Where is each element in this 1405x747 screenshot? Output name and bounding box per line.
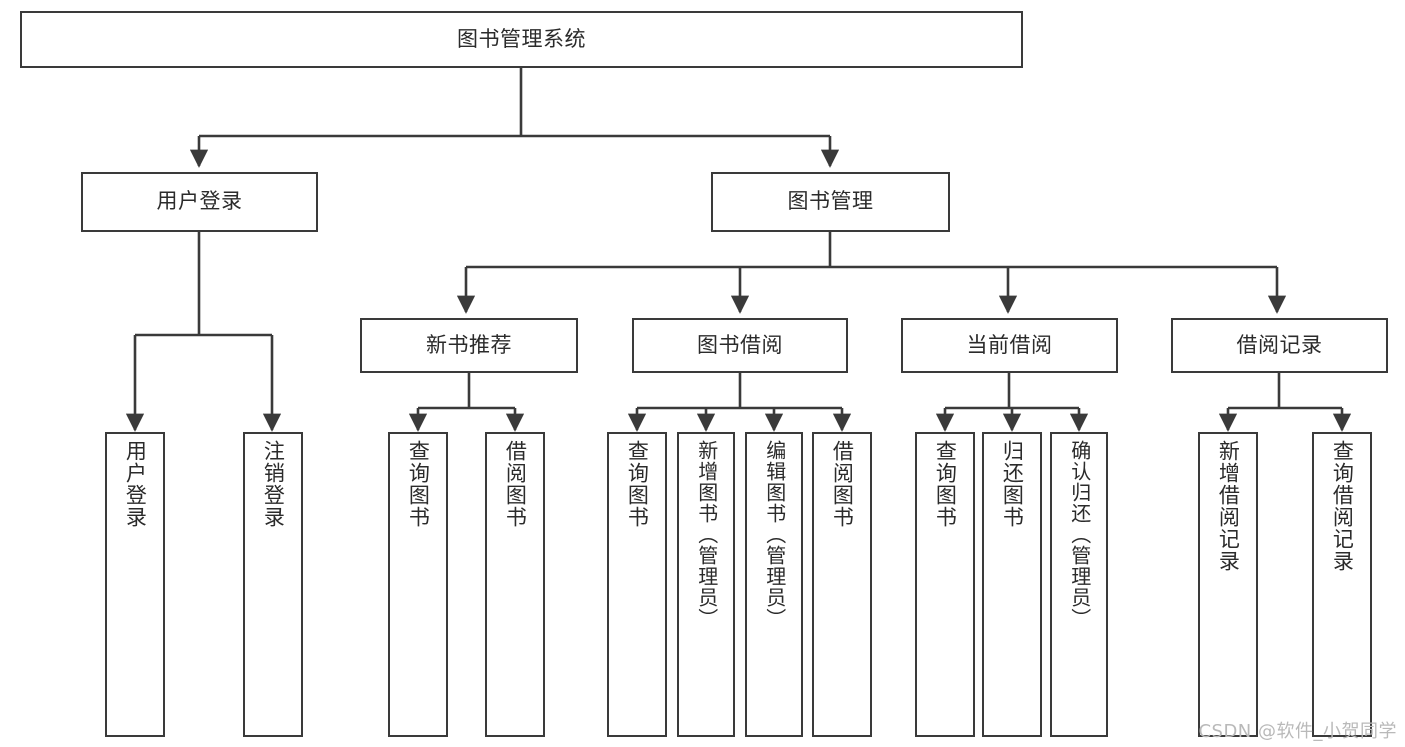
node-label: 注销登录 (261, 440, 286, 528)
watermark-text: CSDN @软件_小贺同学 (1198, 721, 1397, 742)
leaf-records-query-record[interactable]: 查询借阅记录 (1312, 432, 1372, 737)
node-label: 新增图书（管理员） (694, 440, 719, 629)
node-label: 图书管理 (787, 189, 874, 214)
node-current-borrow[interactable]: 当前借阅 (901, 318, 1118, 373)
leaf-user-logout[interactable]: 注销登录 (243, 432, 303, 737)
leaf-records-add-record[interactable]: 新增借阅记录 (1198, 432, 1258, 737)
node-label: 借阅图书 (830, 440, 855, 528)
node-label: 借阅记录 (1236, 332, 1323, 357)
node-label: 用户登录 (123, 440, 148, 528)
node-label: 编辑图书（管理员） (762, 440, 787, 629)
node-user-login[interactable]: 用户登录 (81, 172, 318, 232)
node-label: 借阅图书 (503, 440, 528, 528)
leaf-borrow-query-book[interactable]: 查询图书 (607, 432, 667, 737)
leaf-borrow-add-book-admin[interactable]: 新增图书（管理员） (677, 432, 735, 737)
leaf-current-return-book[interactable]: 归还图书 (982, 432, 1042, 737)
node-label: 归还图书 (1000, 440, 1025, 528)
node-book-borrow[interactable]: 图书借阅 (632, 318, 848, 373)
node-label: 查询借阅记录 (1330, 440, 1355, 572)
leaf-current-query-book[interactable]: 查询图书 (915, 432, 975, 737)
leaf-current-confirm-return-admin[interactable]: 确认归还（管理员） (1050, 432, 1108, 737)
leaf-newbook-borrow-book[interactable]: 借阅图书 (485, 432, 545, 737)
leaf-user-login[interactable]: 用户登录 (105, 432, 165, 737)
node-label: 查询图书 (406, 440, 431, 528)
node-label: 新书推荐 (426, 332, 512, 357)
node-root-book-management-system[interactable]: 图书管理系统 (20, 11, 1023, 68)
node-label: 确认归还（管理员） (1067, 440, 1092, 629)
leaf-borrow-lend-book[interactable]: 借阅图书 (812, 432, 872, 737)
node-label: 当前借阅 (966, 332, 1053, 357)
node-label: 图书管理系统 (457, 26, 586, 51)
node-label: 用户登录 (156, 189, 243, 214)
node-new-book-recommend[interactable]: 新书推荐 (360, 318, 578, 373)
leaf-borrow-edit-book-admin[interactable]: 编辑图书（管理员） (745, 432, 803, 737)
node-label: 查询图书 (933, 440, 958, 528)
node-label: 图书借阅 (697, 332, 783, 357)
node-borrow-records[interactable]: 借阅记录 (1171, 318, 1388, 373)
node-book-management[interactable]: 图书管理 (711, 172, 950, 232)
node-label: 查询图书 (625, 440, 650, 528)
leaf-newbook-query-book[interactable]: 查询图书 (388, 432, 448, 737)
node-label: 新增借阅记录 (1216, 440, 1241, 572)
